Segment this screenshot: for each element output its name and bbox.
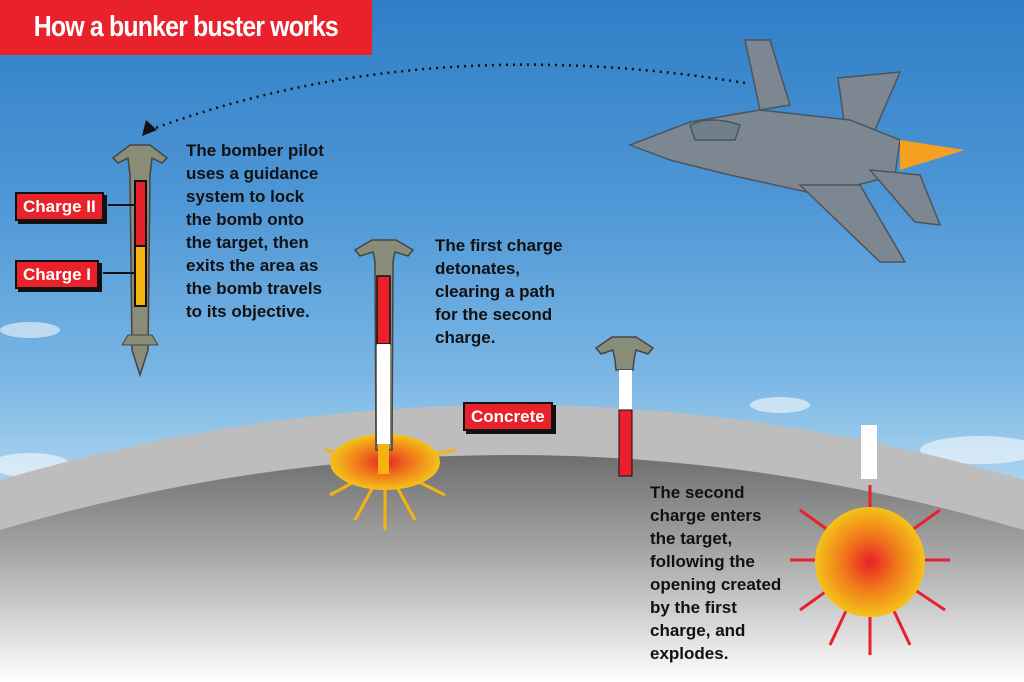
step-2-text: The first charge detonates, clearing a p… (435, 236, 563, 347)
charge-1-bar (134, 245, 147, 307)
clouds (0, 322, 1024, 477)
step-3-text: The second charge enters the target, fol… (650, 483, 782, 663)
path-opening (861, 425, 877, 479)
step-1-text: The bomber pilot uses a guidance system … (186, 141, 324, 321)
charge-1-label: Charge I (15, 260, 100, 289)
bomb-1 (103, 144, 169, 378)
charge-2-bar (134, 180, 147, 247)
charge-2-label: Charge II (15, 192, 104, 221)
arrow-head-icon (142, 120, 157, 136)
page-title: How a bunker buster works (0, 0, 372, 55)
flight-path (149, 63, 746, 132)
bomb-3 (594, 336, 655, 477)
fighter-jet (627, 39, 965, 263)
title-text: How a bunker buster works (33, 11, 339, 43)
bomb-2 (353, 239, 415, 474)
concrete-label: Concrete (463, 402, 553, 431)
underground (0, 455, 1024, 682)
explosion-2 (790, 485, 950, 655)
